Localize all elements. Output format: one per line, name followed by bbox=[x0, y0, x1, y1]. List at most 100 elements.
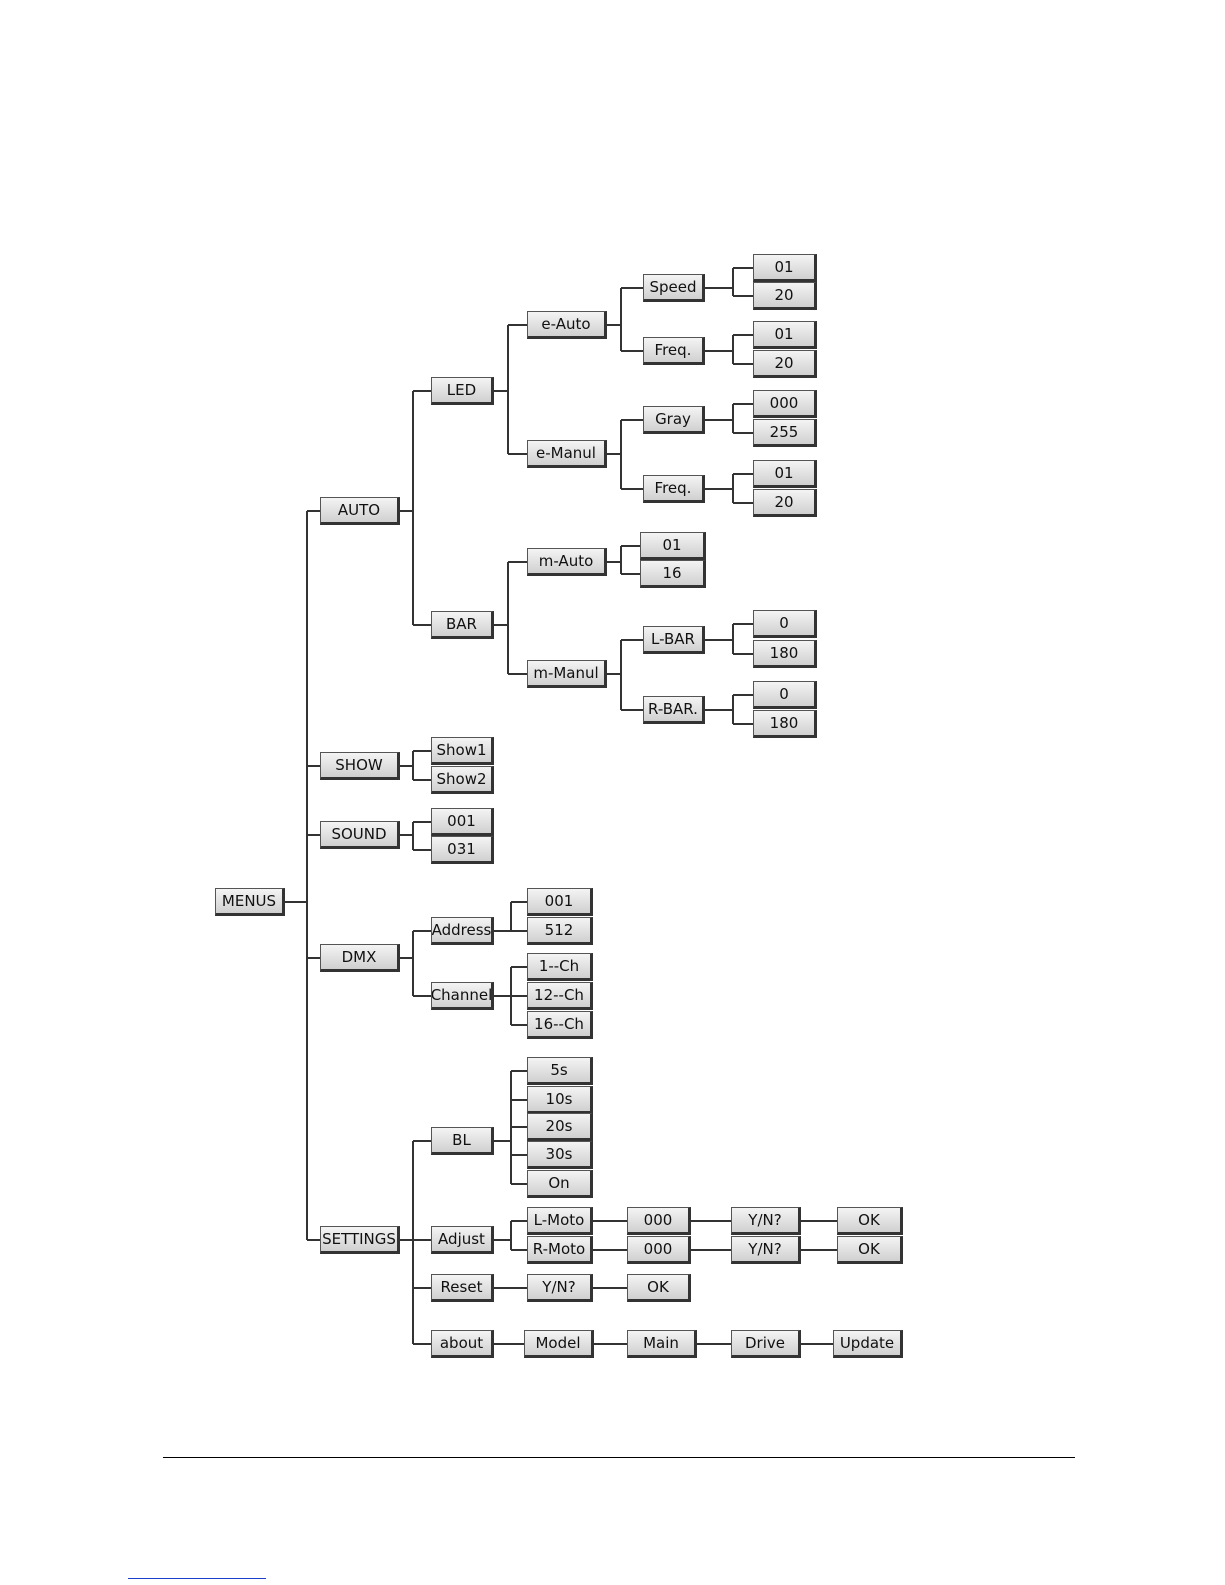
menu-node-r-bar-max: 180 bbox=[753, 710, 817, 738]
menu-node-bl-20s: 20s bbox=[527, 1113, 593, 1141]
connector-line bbox=[511, 1099, 527, 1101]
connector-line bbox=[620, 288, 622, 351]
connector-line bbox=[507, 562, 509, 674]
connector-line bbox=[494, 390, 508, 392]
connector-line bbox=[733, 502, 753, 504]
connector-line bbox=[705, 419, 733, 421]
connector-line bbox=[494, 995, 511, 997]
menu-node-bl: BL bbox=[431, 1127, 494, 1155]
connector-line bbox=[400, 765, 413, 767]
connector-line bbox=[400, 510, 413, 512]
connector-line bbox=[732, 268, 734, 296]
connector-line bbox=[400, 957, 413, 959]
connector-line bbox=[412, 751, 414, 780]
connector-line bbox=[413, 821, 431, 823]
connector-line bbox=[413, 1287, 431, 1289]
connector-line bbox=[621, 488, 643, 490]
connector-line bbox=[732, 695, 734, 724]
connector-line bbox=[285, 901, 307, 903]
menu-node-show2: Show2 bbox=[431, 766, 494, 794]
menu-node-bl-on: On bbox=[527, 1170, 593, 1198]
menu-node-gray-max: 255 bbox=[753, 419, 817, 447]
menu-node-model: Model bbox=[524, 1330, 594, 1358]
connector-line bbox=[413, 1239, 431, 1241]
menu-node-r-bar-min: 0 bbox=[753, 681, 817, 709]
menu-node-freq-b: Freq. bbox=[643, 475, 705, 503]
footer-rule bbox=[163, 1457, 1075, 1458]
menu-node-sound-max: 031 bbox=[431, 836, 494, 864]
menu-node-r-moto-val: 000 bbox=[627, 1236, 691, 1264]
menu-node-l-bar-max: 180 bbox=[753, 640, 817, 668]
connector-line bbox=[621, 419, 643, 421]
connector-line bbox=[621, 639, 643, 641]
menu-node-root: MENUS bbox=[215, 888, 285, 916]
connector-line bbox=[511, 966, 527, 968]
menu-node-show: SHOW bbox=[320, 752, 400, 780]
connector-line bbox=[621, 709, 643, 711]
connector-line bbox=[508, 673, 527, 675]
connector-line bbox=[621, 545, 640, 547]
connector-line bbox=[705, 488, 733, 490]
connector-line bbox=[620, 420, 622, 489]
menu-node-m-auto-min: 01 bbox=[640, 532, 706, 560]
connector-line bbox=[593, 1220, 627, 1222]
connector-line bbox=[510, 1221, 512, 1250]
connector-line bbox=[494, 930, 511, 932]
connector-line bbox=[511, 1126, 527, 1128]
connector-line bbox=[607, 453, 621, 455]
connector-line bbox=[620, 546, 622, 574]
connector-line bbox=[733, 403, 753, 405]
menu-node-channel: Channel bbox=[431, 982, 494, 1010]
menu-node-r-bar: R-BAR. bbox=[643, 696, 705, 724]
menu-node-m-auto-max: 16 bbox=[640, 560, 706, 588]
connector-line bbox=[413, 779, 431, 781]
connector-line bbox=[705, 709, 733, 711]
connector-line bbox=[732, 335, 734, 364]
menu-node-reset-ok: OK bbox=[627, 1274, 691, 1302]
menu-node-speed: Speed bbox=[643, 274, 705, 302]
connector-line bbox=[306, 511, 308, 1240]
menu-node-ch-1: 1--Ch bbox=[527, 953, 593, 981]
connector-line bbox=[593, 1249, 627, 1251]
connector-line bbox=[511, 901, 527, 903]
menu-node-bl-5s: 5s bbox=[527, 1057, 593, 1085]
connector-line bbox=[510, 902, 512, 931]
menu-node-main: Main bbox=[627, 1330, 697, 1358]
connector-line bbox=[413, 995, 431, 997]
menu-node-speed-min: 01 bbox=[753, 254, 817, 282]
connector-line bbox=[620, 640, 622, 710]
menu-node-bl-10s: 10s bbox=[527, 1086, 593, 1114]
connector-line bbox=[511, 1070, 527, 1072]
connector-line bbox=[413, 390, 431, 392]
connector-line bbox=[307, 1239, 320, 1241]
menu-node-speed-max: 20 bbox=[753, 282, 817, 310]
connector-line bbox=[607, 561, 621, 563]
menu-node-bl-30s: 30s bbox=[527, 1141, 593, 1169]
connector-line bbox=[494, 1239, 511, 1241]
menu-node-freq-a: Freq. bbox=[643, 337, 705, 365]
menu-node-l-moto: L-Moto bbox=[527, 1207, 593, 1235]
connector-line bbox=[733, 267, 753, 269]
menu-node-l-moto-ok: OK bbox=[837, 1207, 903, 1235]
connector-line bbox=[733, 473, 753, 475]
menu-node-gray: Gray bbox=[643, 406, 705, 434]
menu-node-address: Address bbox=[431, 917, 494, 945]
menu-node-r-moto-ok: OK bbox=[837, 1236, 903, 1264]
menu-node-freq-a-min: 01 bbox=[753, 321, 817, 349]
connector-line bbox=[607, 673, 621, 675]
menu-node-freq-b-min: 01 bbox=[753, 460, 817, 488]
connector-line bbox=[691, 1220, 731, 1222]
menu-node-m-manul: m-Manul bbox=[527, 660, 607, 688]
connector-line bbox=[801, 1249, 837, 1251]
connector-line bbox=[511, 1249, 527, 1251]
connector-line bbox=[733, 723, 753, 725]
connector-line bbox=[494, 1140, 511, 1142]
connector-line bbox=[413, 930, 431, 932]
connector-line bbox=[412, 822, 414, 850]
connector-line bbox=[511, 930, 527, 932]
menu-node-ch-12: 12--Ch bbox=[527, 982, 593, 1010]
menu-node-ch-16: 16--Ch bbox=[527, 1011, 593, 1039]
menu-node-auto: AUTO bbox=[320, 497, 400, 525]
connector-line bbox=[621, 573, 640, 575]
menu-node-settings: SETTINGS bbox=[320, 1226, 400, 1254]
